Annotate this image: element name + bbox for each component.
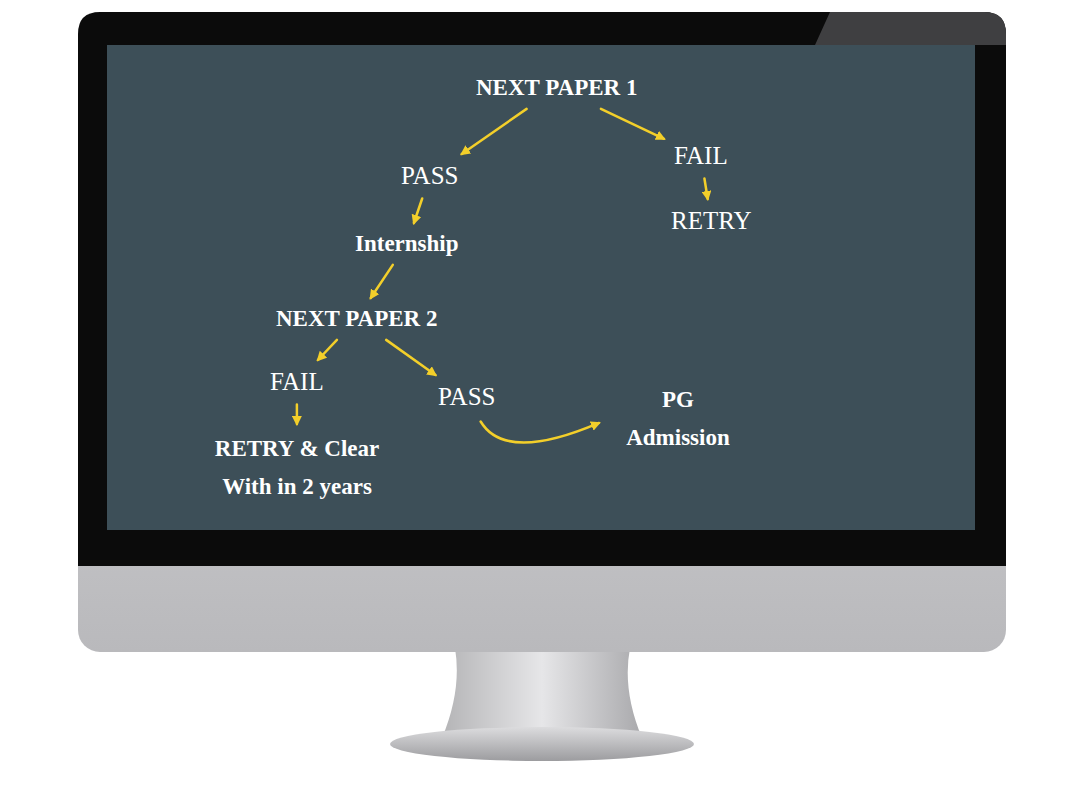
flow-step: RETRY & Clear With in 2 years [191, 428, 403, 508]
monitor-stand [442, 648, 642, 738]
step-text: NEXT PAPER 1 [476, 73, 637, 103]
flow-arrow [481, 422, 599, 443]
flow-step: NEXT PAPER 1 [470, 71, 643, 105]
screen [107, 45, 975, 530]
step-text: PASS [438, 381, 495, 414]
step-text: NEXT PAPER 2 [276, 304, 437, 334]
flow-step: NEXT PAPER 2 [270, 302, 443, 336]
flow-arrow [601, 109, 664, 139]
step-text: FAIL [270, 366, 324, 399]
step-text: RETRY & Clear With in 2 years [197, 430, 397, 506]
step-text: RETRY [671, 205, 752, 238]
flow-arrow [318, 340, 337, 360]
monitor-bezel [78, 12, 1006, 566]
flow-step: FAIL [668, 138, 734, 175]
flow-step: FAIL [264, 364, 330, 401]
step-text: FAIL [674, 140, 728, 173]
bezel-reflection [815, 12, 1006, 45]
flow-arrow [296, 405, 299, 425]
flow-step: Internship [349, 227, 465, 261]
flow-arrow [414, 199, 422, 224]
step-text: Internship [355, 229, 459, 259]
flow-step: PG Admission [607, 379, 749, 459]
flow-arrow [704, 179, 707, 200]
flow-step: RETRY [665, 203, 758, 240]
step-text: PG Admission [613, 381, 743, 457]
step-text: PASS [401, 160, 458, 193]
stand-base [390, 727, 694, 761]
flow-arrow [386, 340, 435, 375]
flow-arrow [462, 109, 527, 154]
flow-arrow [371, 265, 393, 298]
flow-step: PASS [395, 158, 464, 195]
monitor-chin [78, 12, 1006, 652]
flow-step: PASS [432, 379, 501, 416]
